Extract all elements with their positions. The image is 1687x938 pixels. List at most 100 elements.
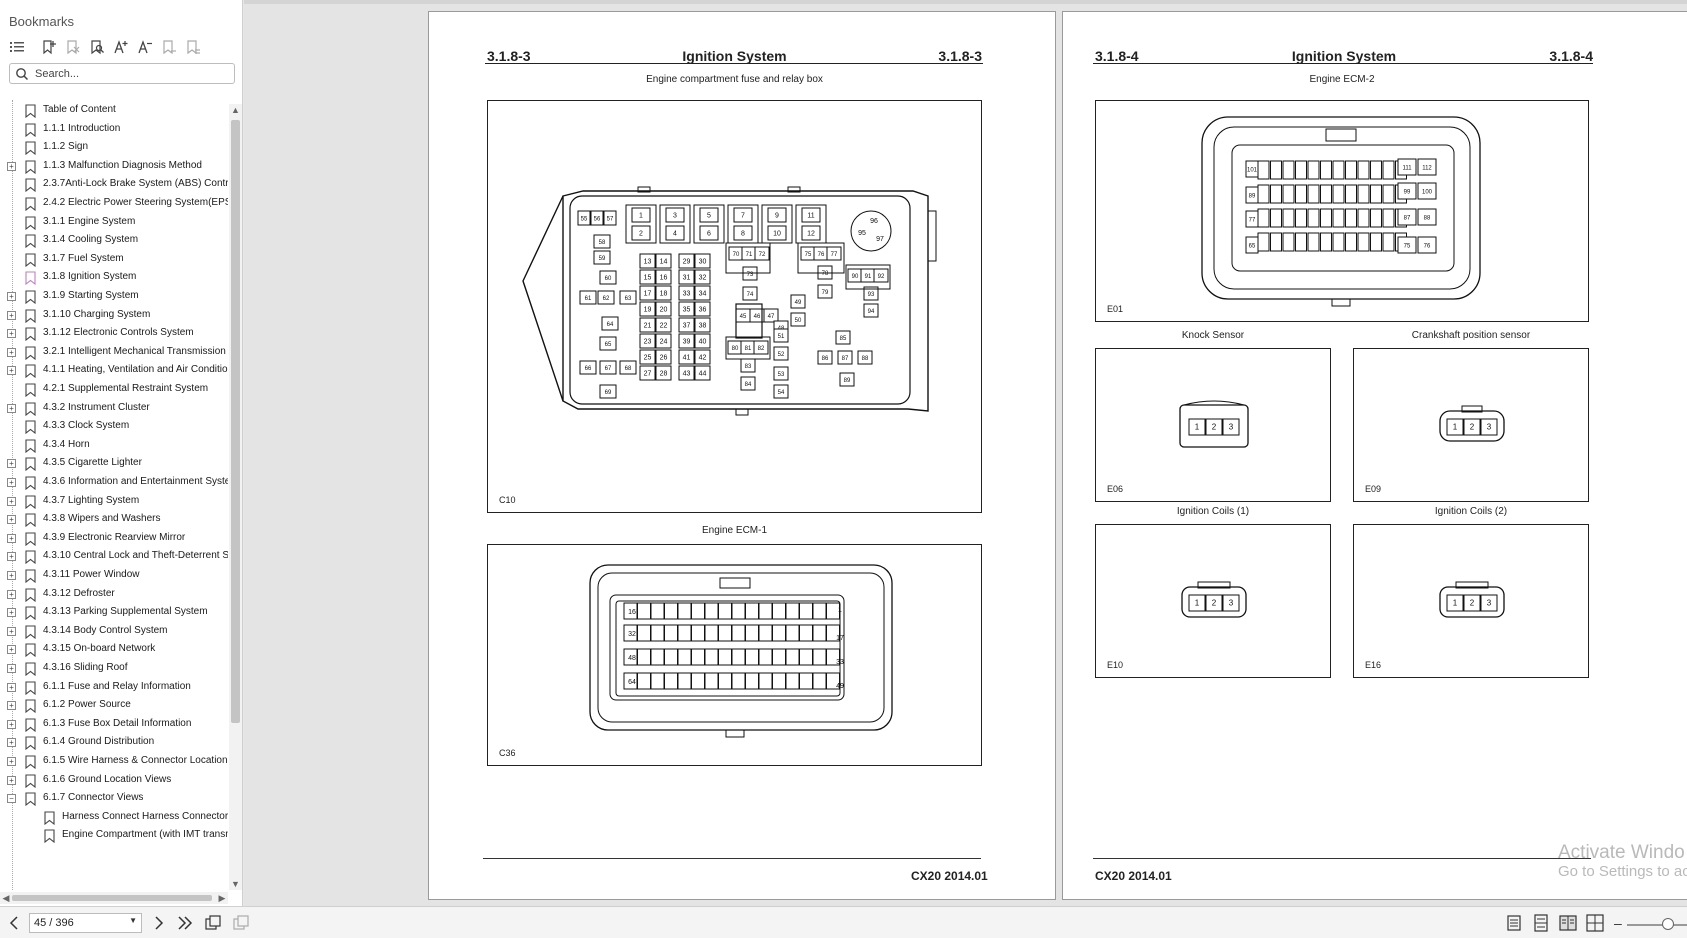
increase-font-icon[interactable] [112, 38, 130, 56]
facing-view-icon[interactable] [1559, 914, 1577, 932]
zoom-slider-handle[interactable] [1662, 918, 1674, 930]
scroll-down-icon[interactable]: ▼ [231, 879, 240, 889]
chevron-down-icon[interactable]: ▼ [129, 916, 137, 925]
bookmark-item[interactable]: +4.3.6 Information and Entertainment Sys… [0, 472, 228, 492]
delete-bookmark-icon[interactable] [64, 38, 82, 56]
zoom-out-icon[interactable]: – [1614, 915, 1622, 931]
terminal-cell [873, 268, 889, 283]
bookmark-item[interactable]: +3.2.1 Intelligent Mechanical Transmissi… [0, 342, 228, 362]
expand-node-icon[interactable]: + [7, 496, 16, 506]
expand-node-icon[interactable]: + [7, 664, 16, 673]
add-bookmark-icon[interactable] [40, 38, 58, 56]
bookmark-item[interactable]: +6.1.5 Wire Harness & Connector Location… [0, 751, 228, 771]
bookmark-item[interactable]: +4.3.14 Body Control System [0, 621, 228, 641]
expand-node-icon[interactable]: + [7, 775, 16, 785]
collapse-bookmarks-icon[interactable] [184, 38, 202, 56]
bookmark-item[interactable]: +4.3.2 Instrument Cluster [0, 398, 228, 418]
last-page-icon[interactable] [176, 914, 194, 932]
expand-node-icon[interactable]: + [7, 292, 16, 301]
bookmark-item[interactable]: 3.1.4 Cooling System [0, 230, 228, 250]
expand-node-icon[interactable]: + [7, 682, 16, 692]
bookmark-item[interactable]: +6.1.4 Ground Distribution [0, 732, 228, 752]
bookmark-item[interactable]: 4.2.1 Supplemental Restraint System [0, 379, 228, 399]
bookmarks-vertical-scrollbar[interactable]: ▲ ▼ [229, 104, 242, 890]
expand-node-icon[interactable]: + [7, 738, 16, 748]
expand-bookmarks-icon[interactable] [160, 38, 178, 56]
bookmark-item[interactable]: 1.1.2 Sign [0, 137, 228, 157]
expand-node-icon[interactable]: + [7, 552, 16, 562]
expand-node-icon[interactable]: + [7, 329, 16, 339]
zoom-slider[interactable] [1627, 924, 1687, 926]
bookmark-item[interactable]: +4.3.15 On-board Network [0, 639, 228, 659]
expand-node-icon[interactable]: + [7, 403, 16, 413]
scrollbar-thumb[interactable] [231, 120, 240, 723]
bookmarks-horizontal-scrollbar[interactable]: ◀ ▶ [0, 892, 228, 904]
bookmark-item[interactable]: Table of Content [0, 100, 228, 120]
expand-node-icon[interactable]: + [7, 571, 16, 580]
scroll-right-icon[interactable]: ▶ [218, 893, 226, 903]
bookmark-item[interactable]: +3.1.10 Charging System [0, 305, 228, 325]
bookmark-item[interactable]: +6.1.3 Fuse Box Detail Information [0, 714, 228, 734]
bookmark-item[interactable]: +4.3.11 Power Window [0, 565, 228, 585]
bookmark-item[interactable]: +4.3.5 Cigarette Lighter [0, 453, 228, 473]
expand-node-icon[interactable]: + [7, 366, 16, 376]
bookmark-item[interactable]: +6.1.6 Ground Location Views [0, 770, 228, 790]
bookmark-item[interactable]: 4.3.4 Horn [0, 435, 228, 455]
bookmark-options-icon[interactable] [8, 38, 26, 56]
expand-node-icon[interactable]: + [7, 645, 16, 655]
document-viewer[interactable]: 3.1.8-3 Ignition System 3.1.8-3 Engine c… [244, 0, 1687, 906]
bookmark-item[interactable]: 3.1.1 Engine System [0, 212, 228, 232]
bookmark-item[interactable]: +4.3.9 Electronic Rearview Mirror [0, 528, 228, 548]
scroll-up-icon[interactable]: ▲ [231, 105, 240, 115]
expand-node-icon[interactable]: + [7, 608, 16, 618]
previous-page-icon[interactable] [5, 914, 23, 932]
bookmark-item[interactable]: +1.1.3 Malfunction Diagnosis Method [0, 156, 228, 176]
bookmark-item[interactable]: +4.3.12 Defroster [0, 584, 228, 604]
scroll-left-icon[interactable]: ◀ [2, 893, 10, 903]
expand-node-icon[interactable]: + [7, 310, 16, 320]
expand-node-icon[interactable]: + [7, 347, 16, 357]
scrollbar-thumb[interactable] [12, 895, 212, 901]
bookmark-item[interactable]: +6.1.1 Fuse and Relay Information [0, 677, 228, 697]
expand-node-icon[interactable]: + [7, 626, 16, 636]
expand-node-icon[interactable]: + [7, 459, 16, 469]
bookmark-item[interactable]: +4.3.7 Lighting System [0, 491, 228, 511]
bookmark-item[interactable]: Harness Connect Harness Connectors [0, 807, 228, 827]
collapse-node-icon[interactable]: − [7, 794, 16, 804]
continuous-view-icon[interactable] [1532, 914, 1550, 932]
bookmark-item[interactable]: 3.1.7 Fuel System [0, 249, 228, 269]
bookmark-item[interactable]: 2.4.2 Electric Power Steering System(EPS… [0, 193, 228, 213]
expand-node-icon[interactable]: + [7, 757, 16, 766]
bookmark-item[interactable]: +6.1.2 Power Source [0, 695, 228, 715]
expand-node-icon[interactable]: + [7, 515, 16, 525]
go-forward-view-icon[interactable] [232, 914, 250, 932]
bookmark-item[interactable]: 3.1.8 Ignition System [0, 267, 228, 287]
bookmark-item[interactable]: +4.3.8 Wipers and Washers [0, 509, 228, 529]
single-page-view-icon[interactable] [1505, 914, 1523, 932]
expand-node-icon[interactable]: + [7, 161, 16, 171]
continuous-facing-view-icon[interactable] [1586, 914, 1604, 932]
bookmark-item[interactable]: +4.3.10 Central Lock and Theft-Deterrent… [0, 546, 228, 566]
go-back-view-icon[interactable] [204, 914, 222, 932]
next-page-icon[interactable] [150, 914, 168, 932]
bookmark-search-input[interactable] [35, 67, 225, 80]
bookmark-item[interactable]: 2.3.7Anti-Lock Brake System (ABS) Contro… [0, 174, 228, 194]
bookmark-item[interactable]: −6.1.7 Connector Views [0, 788, 228, 808]
bookmark-item[interactable]: 4.3.3 Clock System [0, 416, 228, 436]
bookmark-item[interactable]: 1.1.1 Introduction [0, 119, 228, 139]
bookmark-item[interactable]: +3.1.9 Starting System [0, 286, 228, 306]
expand-node-icon[interactable]: + [7, 589, 16, 599]
bookmark-item[interactable]: +4.3.13 Parking Supplemental System [0, 602, 228, 622]
decrease-font-icon[interactable] [136, 38, 154, 56]
bookmark-item[interactable]: +3.1.12 Electronic Controls System [0, 323, 228, 343]
bookmark-item[interactable]: +4.1.1 Heating, Ventilation and Air Cond… [0, 360, 228, 380]
bookmark-item[interactable]: Engine Compartment (with IMT transm [0, 825, 228, 845]
bookmark-search-box[interactable] [9, 63, 235, 84]
bookmark-item[interactable]: +4.3.16 Sliding Roof [0, 658, 228, 678]
expand-node-icon[interactable]: + [7, 478, 16, 487]
page-number-selector[interactable]: 45 / 396 ▼ [29, 913, 142, 933]
find-bookmark-icon[interactable] [88, 38, 106, 56]
expand-node-icon[interactable]: + [7, 701, 16, 711]
expand-node-icon[interactable]: + [7, 533, 16, 543]
expand-node-icon[interactable]: + [7, 719, 16, 729]
